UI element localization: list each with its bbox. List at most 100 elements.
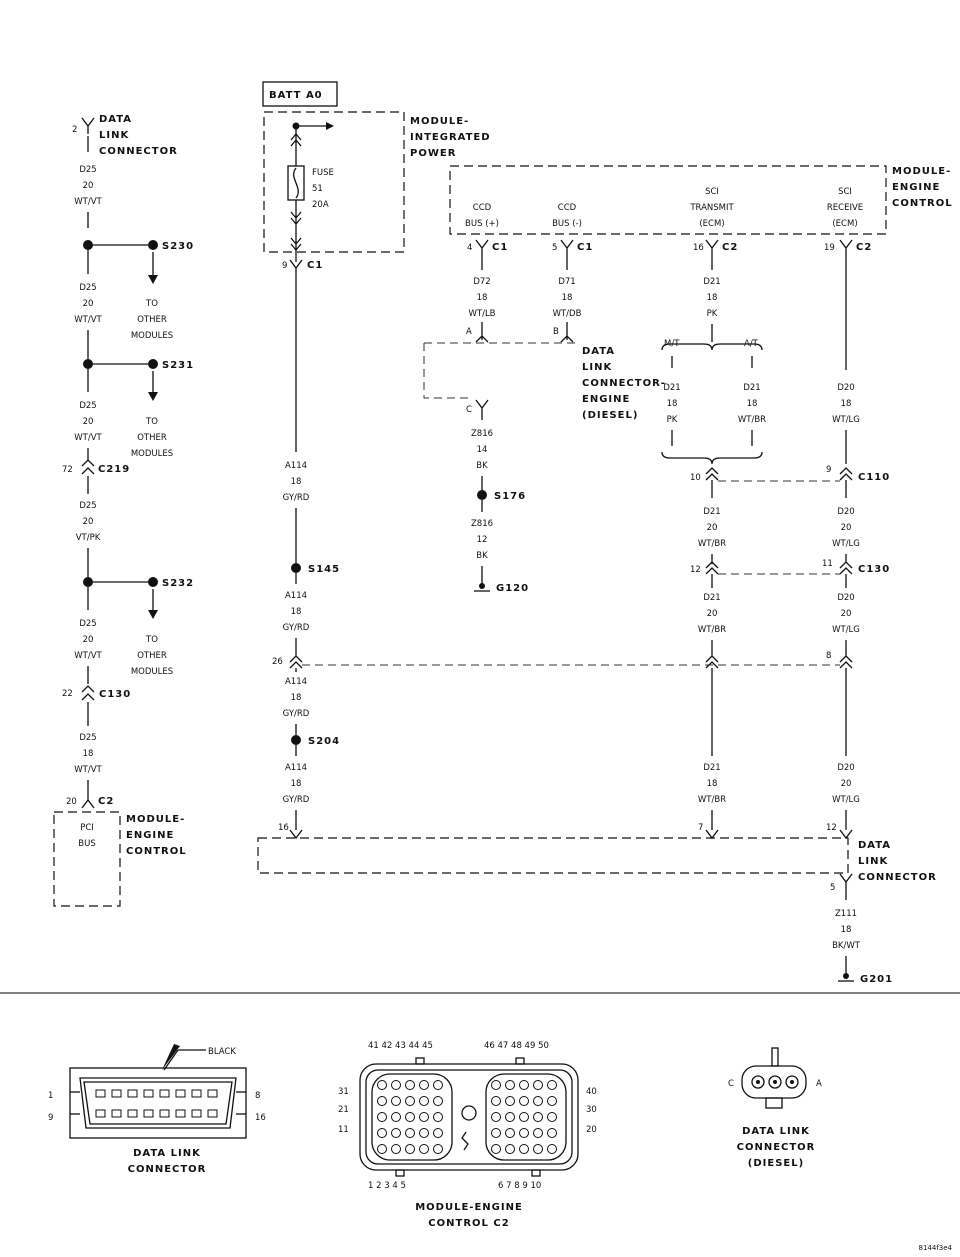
c1-pin: 9	[282, 261, 287, 271]
ccd-pos-label: BUS (+)	[465, 219, 499, 229]
pin-8: 8	[826, 651, 831, 661]
dlc-pin-12: 12	[826, 823, 837, 833]
wire-code: Z816	[471, 519, 493, 529]
c2-pin-cavity	[533, 1128, 543, 1138]
c2-pin-cavity	[377, 1112, 387, 1122]
c130-pin: 22	[62, 689, 73, 699]
wire-color: WT/LG	[832, 415, 860, 425]
wire-color: WT/BR	[738, 415, 766, 425]
pin-c: C	[466, 405, 472, 415]
wire-code: A114	[285, 461, 307, 471]
mt-at-bracket-bottom	[661, 451, 763, 465]
wire-code: D20	[837, 383, 854, 393]
wire-gauge: 18	[667, 399, 678, 409]
c2-pin-cavity	[519, 1080, 529, 1090]
fuse-label: 51	[312, 184, 323, 194]
c2-pin-11: 11	[338, 1125, 349, 1135]
wire-color: WT/LG	[832, 795, 860, 805]
fuse-label: 20A	[312, 200, 329, 210]
splice-s204: S204	[308, 736, 340, 747]
ccd-pos-label: CCD	[473, 203, 492, 213]
dlc-pin-cavity	[207, 1109, 218, 1118]
dlc-view: BLACK 1 8 9 16 DATA LINK CONNECTOR	[48, 1044, 266, 1175]
ecm-top-label: MODULE-	[892, 166, 951, 177]
wire-color: WT/VT	[74, 433, 102, 443]
c2-pin-cavity	[491, 1144, 501, 1154]
c2-pin-cavity	[533, 1144, 543, 1154]
diesel-view-label: (DIESEL)	[748, 1158, 804, 1169]
wire-color: WT/DB	[553, 309, 582, 319]
figure-id: 8144f3e4	[919, 1244, 953, 1252]
c2-pin-cavity	[377, 1144, 387, 1154]
dlc-pin-cavity	[191, 1109, 202, 1118]
dlc-pin-cavity	[111, 1109, 122, 1118]
c2-cavity-left	[371, 1073, 453, 1161]
ground-symbol	[843, 973, 849, 979]
connector-c110: C110	[858, 472, 890, 483]
other-modules-text: OTHER	[137, 651, 167, 661]
c2-pin-cavity	[405, 1128, 415, 1138]
splice-s176: S176	[494, 491, 526, 502]
wire-gauge: 20	[83, 517, 94, 527]
dlc-label-line: CONNECTOR	[99, 146, 178, 157]
wire-color: GY/RD	[283, 493, 310, 503]
c2-pin-cavity	[547, 1080, 557, 1090]
batt-box	[262, 81, 338, 107]
wire-gauge: 18	[291, 607, 302, 617]
sci-rx-label: RECEIVE	[827, 203, 863, 213]
c2-pin-grid	[377, 1080, 557, 1154]
c2-pin-30: 30	[586, 1105, 597, 1115]
diesel-dlc-label: LINK	[582, 362, 612, 373]
c2-pin-cavity	[433, 1096, 443, 1106]
wire-code: D21	[703, 277, 720, 287]
ecm-dashed-box	[53, 811, 121, 907]
wire-code: D20	[837, 507, 854, 517]
splice-s145: S145	[308, 564, 340, 575]
dlc-view-label: DATA LINK	[133, 1148, 201, 1159]
sci-tx-label: TRANSMIT	[689, 203, 734, 213]
c110-pin-10: 10	[690, 473, 701, 483]
connector-c130: C130	[858, 564, 890, 575]
diesel-view-label: DATA LINK	[742, 1126, 810, 1137]
wire-color: WT/VT	[74, 651, 102, 661]
ecm-label: MODULE-	[126, 814, 185, 825]
dlc-pin-cavity	[175, 1089, 186, 1098]
wire-gauge: 20	[841, 609, 852, 619]
other-modules-text: MODULES	[131, 449, 173, 459]
c2-pin-20: 20	[586, 1125, 597, 1135]
c2-view-label: MODULE-ENGINE	[415, 1202, 523, 1213]
wire-color: BK/WT	[832, 941, 861, 951]
pin-19: 19	[824, 243, 835, 253]
connector-symbol	[81, 117, 95, 134]
wire-color: GY/RD	[283, 795, 310, 805]
connector-c130: C130	[99, 689, 131, 700]
wire-code: D25	[79, 733, 96, 743]
c2-pin: 20	[66, 797, 77, 807]
wire-gauge: 20	[83, 417, 94, 427]
other-modules-text: MODULES	[131, 331, 173, 341]
c2-pin-cavity	[533, 1112, 543, 1122]
c2-pin-cavity	[391, 1144, 401, 1154]
c2-pin-cavity	[433, 1128, 443, 1138]
splice-s231: S231	[162, 360, 194, 371]
wire-code: D25	[79, 619, 96, 629]
connector-c219: C219	[98, 464, 130, 475]
dlc-outer-body	[69, 1067, 247, 1139]
sci-rx-label: (ECM)	[832, 219, 857, 229]
wire-gauge: 20	[83, 299, 94, 309]
wire-code: Z111	[835, 909, 857, 919]
dlc-inner-shell	[79, 1077, 237, 1129]
wire-color: WT/LG	[832, 539, 860, 549]
c2-pin-21: 21	[338, 1105, 349, 1115]
diesel-dlc-label: ENGINE	[582, 394, 630, 405]
splice-dot	[148, 240, 158, 250]
wire-gauge: 18	[291, 477, 302, 487]
connector-c2: C2	[98, 796, 114, 807]
wire-gauge: 18	[707, 779, 718, 789]
c2-pin-cavity	[433, 1112, 443, 1122]
c2-pin-cavity	[405, 1112, 415, 1122]
ccd-neg-label: BUS (-)	[552, 219, 582, 229]
connector-c1: C1	[307, 260, 323, 271]
wire-code: D21	[743, 383, 760, 393]
other-modules-text: TO	[145, 417, 158, 427]
